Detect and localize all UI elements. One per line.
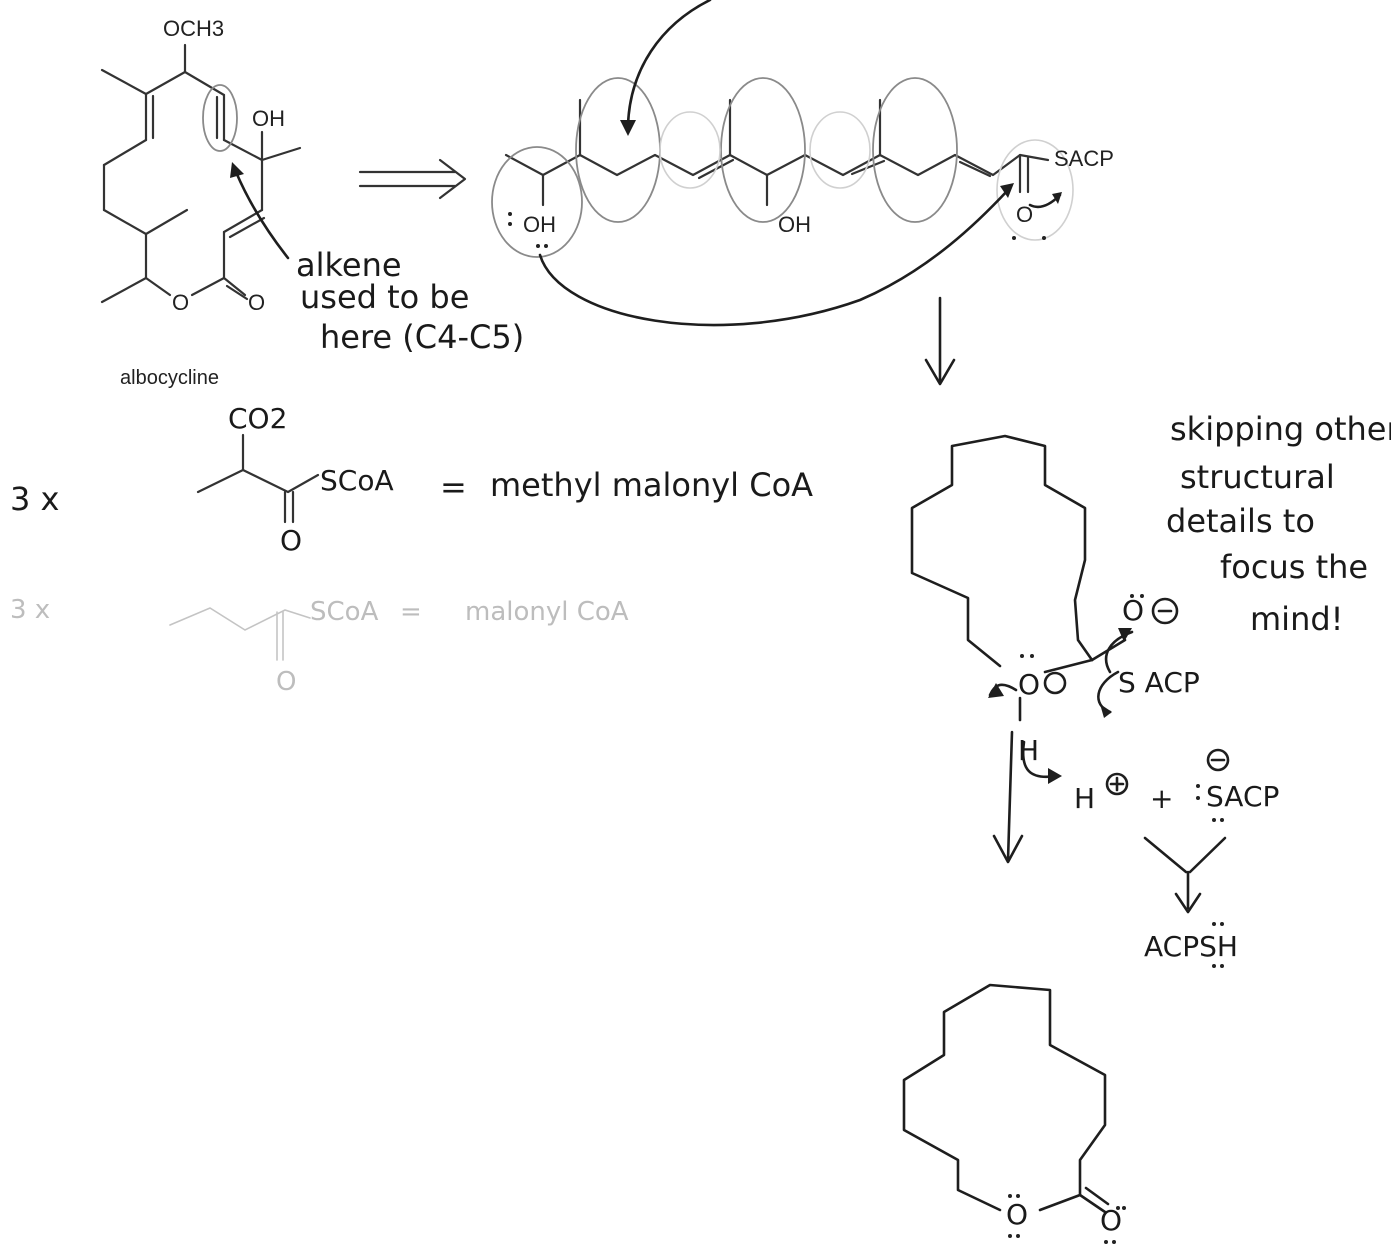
retrosynthesis-arrow bbox=[358, 158, 467, 200]
positive-charge-icon bbox=[1105, 772, 1129, 796]
intermediate-o-plus: O bbox=[1018, 668, 1040, 701]
side-note-line3: details to bbox=[1166, 502, 1315, 540]
linear-precursor bbox=[491, 0, 1074, 327]
macrolactone-ring bbox=[902, 983, 1110, 1214]
methoxy-label: OCH3 bbox=[163, 16, 224, 41]
albocycline-structure bbox=[100, 43, 302, 304]
malonyl-structure bbox=[169, 607, 311, 661]
macrolactone-ring-o: O bbox=[1006, 1198, 1028, 1231]
malonyl-name: malonyl CoA bbox=[465, 597, 629, 627]
sulfur-negative-charge-icon bbox=[1206, 748, 1230, 772]
alkene-note-line2: used to be bbox=[300, 278, 469, 316]
intermediate-ring bbox=[910, 434, 1134, 864]
methylmalonyl-multiplier: 3 x bbox=[10, 480, 59, 518]
methylmalonyl-name: methyl malonyl CoA bbox=[490, 466, 813, 504]
product-acpsh: ACPSH bbox=[1144, 930, 1238, 963]
precursor-terminal-oh: OH bbox=[523, 212, 556, 237]
albocycline-name: albocycline bbox=[120, 367, 219, 389]
malonyl-o: O bbox=[276, 667, 296, 697]
precursor-carbonyl-o: O bbox=[1016, 202, 1033, 227]
macrolactone-carbonyl-o: O bbox=[1100, 1204, 1122, 1237]
precursor-thioester: SACP bbox=[1054, 146, 1114, 171]
malonyl-thio: SCoA bbox=[310, 597, 379, 627]
malonyl-equals: = bbox=[400, 597, 422, 627]
alkene-note-line1: alkene bbox=[296, 246, 402, 284]
side-note-line2: structural bbox=[1180, 458, 1335, 496]
carbonyl-oxygen-label: O bbox=[248, 290, 265, 315]
intermediate-o-minus: O bbox=[1122, 594, 1144, 627]
methylmalonyl-thio: SCoA bbox=[320, 464, 394, 497]
methylmalonyl-o: O bbox=[280, 524, 302, 557]
intermediate-h: H bbox=[1018, 734, 1039, 767]
methylmalonyl-structure bbox=[196, 433, 320, 524]
methylmalonyl-carboxylate: CO2 bbox=[228, 402, 287, 435]
product-h-plus: H bbox=[1074, 782, 1095, 815]
malonyl-multiplier: 3 x bbox=[10, 595, 50, 625]
combine-arrow bbox=[1143, 836, 1227, 914]
product-plus: + bbox=[1150, 782, 1173, 815]
ring-oxygen-label: O bbox=[172, 290, 189, 315]
intermediate-sacp: S ACP bbox=[1118, 666, 1200, 699]
precursor-mid-oh: OH bbox=[778, 212, 811, 237]
methylmalonyl-equals: = bbox=[440, 468, 467, 506]
albocycline-hydroxyl-label: OH bbox=[252, 106, 285, 131]
forward-arrow bbox=[924, 296, 956, 386]
side-note-line1: skipping other bbox=[1170, 410, 1391, 448]
side-note-line4: focus the bbox=[1220, 548, 1368, 586]
alkene-note-line3: here (C4-C5) bbox=[320, 318, 524, 356]
product-sacp-anion: SACP bbox=[1206, 780, 1279, 813]
negative-charge-icon bbox=[1151, 597, 1179, 625]
side-note-line5: mind! bbox=[1250, 600, 1343, 638]
